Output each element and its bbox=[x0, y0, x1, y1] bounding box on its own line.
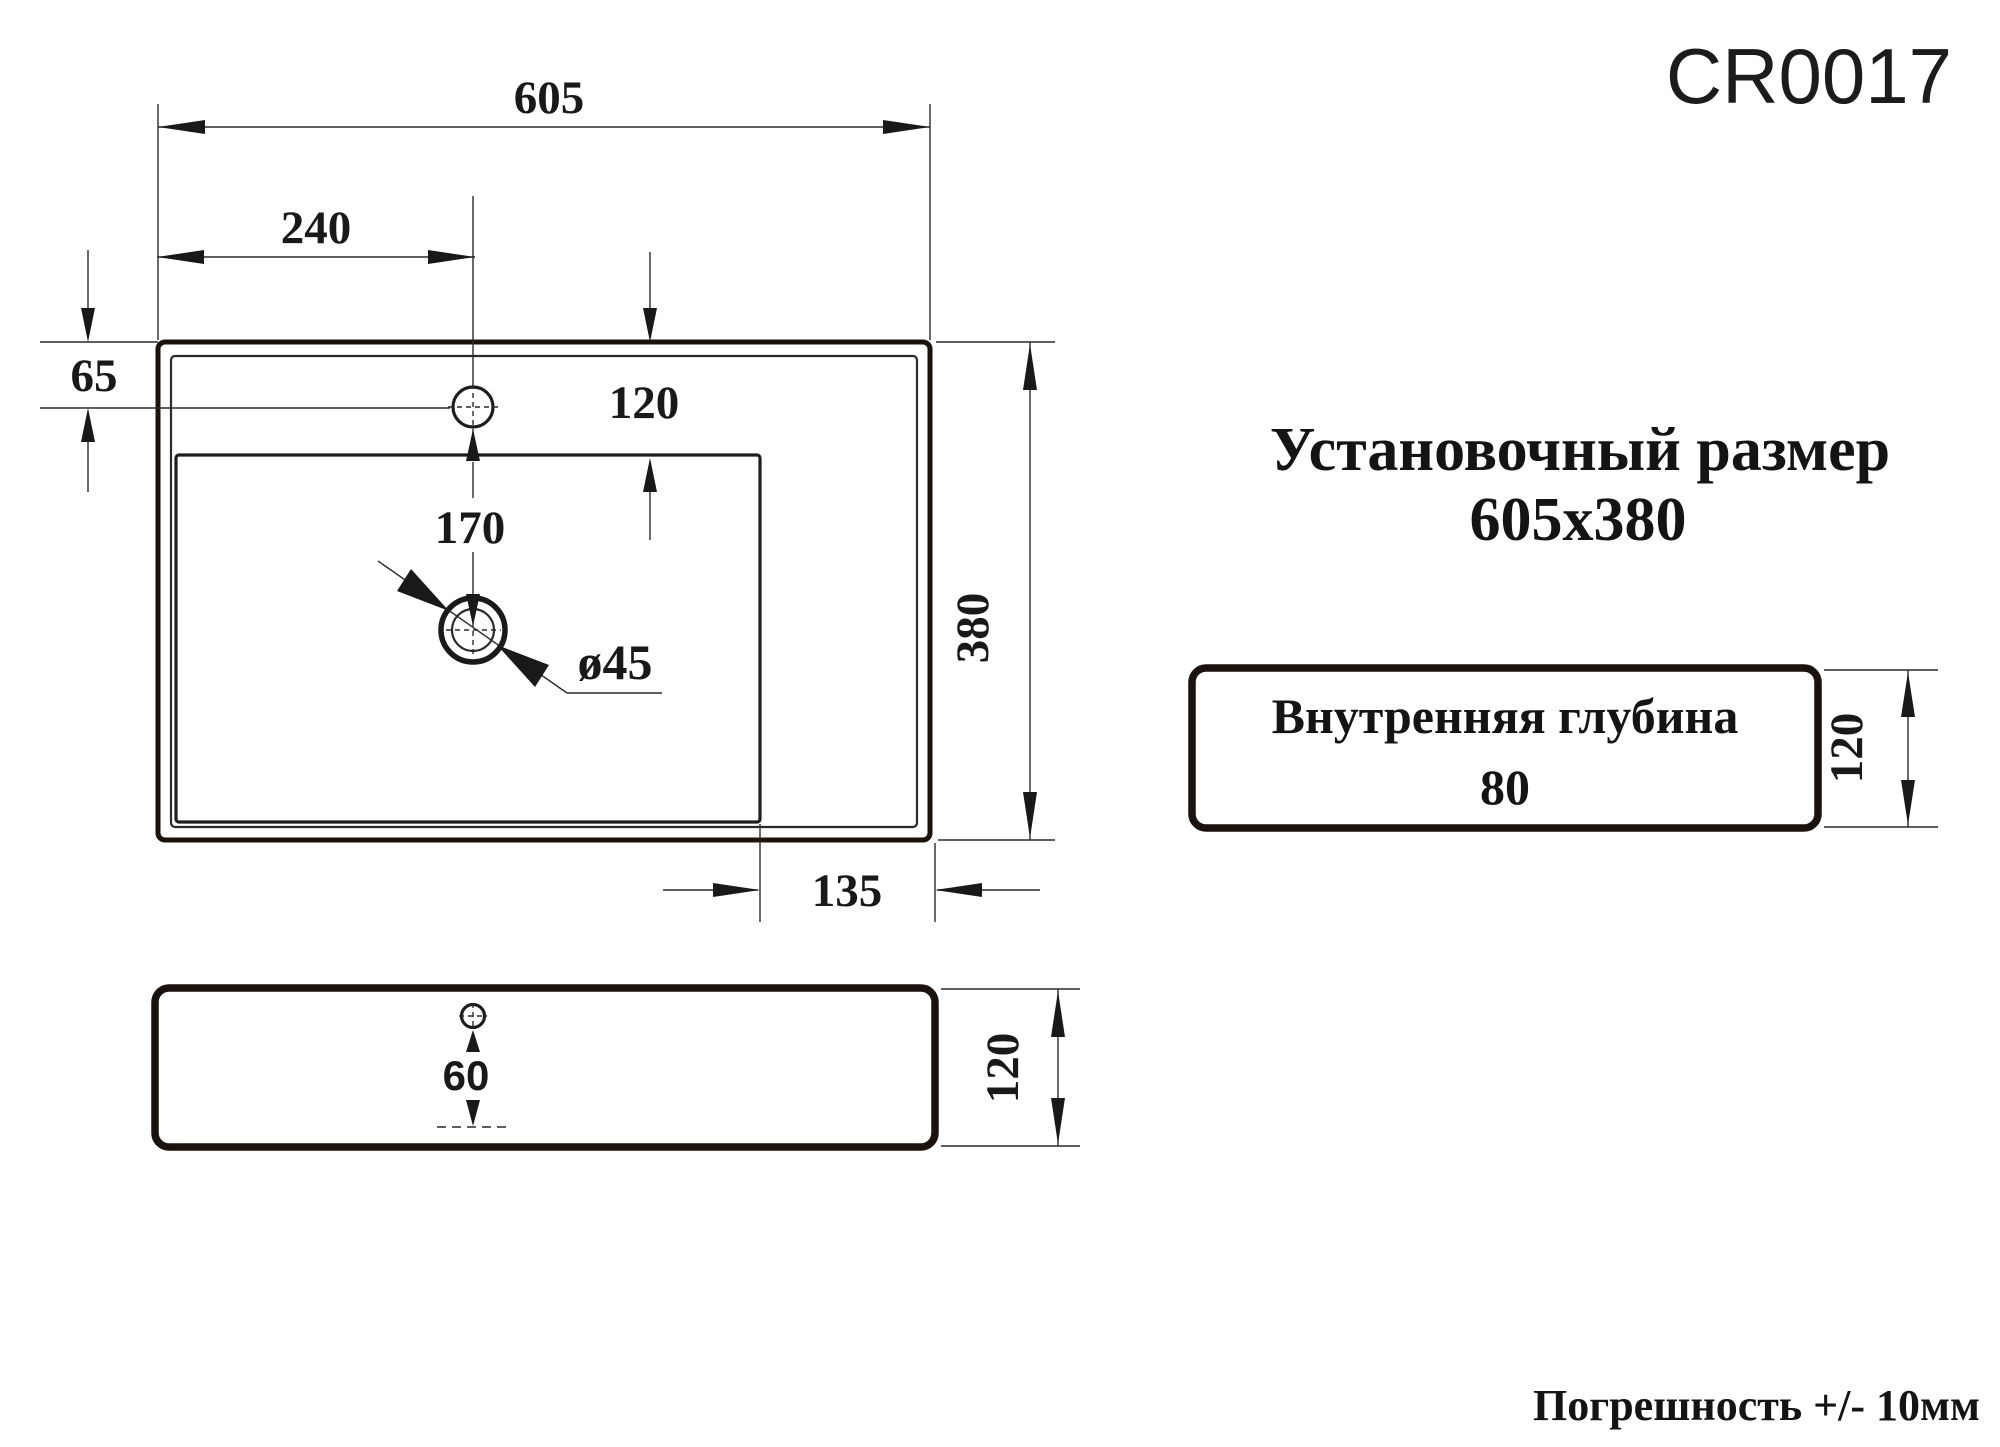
info-panel: CR0017 Установочный размер 605x380 Внутр… bbox=[1188, 32, 1952, 832]
dim-60-arrow-down bbox=[466, 1100, 480, 1126]
plan-view: 170 605 240 65 120 380 bbox=[40, 72, 1055, 922]
installation-size-value: 605x380 bbox=[1470, 486, 1687, 554]
dim-605-label: 605 bbox=[514, 72, 585, 124]
dim-170-arrow-down bbox=[466, 594, 480, 626]
dim-120-box-arrow-down bbox=[1901, 780, 1915, 825]
dim-170-label: 170 bbox=[435, 502, 506, 554]
inner-depth-label: Внутренняя глубина bbox=[1272, 688, 1739, 744]
plan-outer-rect bbox=[155, 339, 933, 843]
inner-depth-box bbox=[1188, 664, 1822, 832]
dia-45-arrow-upper bbox=[397, 569, 449, 611]
tolerance-note: Погрешность +/- 10мм bbox=[1533, 1381, 1980, 1430]
dim-60-label: 60 bbox=[443, 1052, 490, 1099]
dim-120-side-arrow-down bbox=[1051, 1098, 1065, 1144]
dia-45-arrow-lower bbox=[497, 645, 549, 687]
dim-605-arrow-right bbox=[883, 120, 930, 134]
dim-65-arrow-up bbox=[81, 408, 95, 442]
dim-240-arrow-left bbox=[157, 250, 204, 264]
dim-65-arrow-down bbox=[81, 308, 95, 342]
dim-240-label: 240 bbox=[281, 202, 352, 254]
dim-120-side-arrow-up bbox=[1051, 991, 1065, 1037]
inner-depth-value: 80 bbox=[1480, 759, 1530, 815]
dim-65-label: 65 bbox=[71, 350, 118, 402]
dim-380-arrow-down bbox=[1023, 792, 1037, 838]
dim-380-arrow-up bbox=[1023, 344, 1037, 390]
dim-170-arrow-up bbox=[466, 429, 480, 461]
installation-size-label: Установочный размер bbox=[1270, 416, 1890, 484]
dim-135-label: 135 bbox=[812, 865, 883, 917]
dim-380-label: 380 bbox=[947, 593, 999, 664]
side-view: 60 120 bbox=[151, 984, 1080, 1151]
dim-120-plan-arrow-down bbox=[643, 308, 657, 342]
dim-120-plan-arrow-up bbox=[643, 458, 657, 492]
plan-rim-line bbox=[169, 354, 919, 829]
dim-120-box-label: 120 bbox=[1821, 713, 1873, 784]
side-outer-rect bbox=[151, 984, 939, 1151]
dim-135-arrow-left bbox=[935, 883, 982, 897]
dim-240-arrow-right bbox=[428, 250, 475, 264]
dia-45-label: ø45 bbox=[578, 634, 653, 690]
dim-120-box-arrow-up bbox=[1901, 672, 1915, 717]
model-number: CR0017 bbox=[1666, 32, 1952, 120]
dim-60-arrow-up bbox=[466, 1030, 480, 1052]
dim-135-arrow-right bbox=[713, 883, 760, 897]
dim-120-side-label: 120 bbox=[977, 1033, 1029, 1104]
dim-605-arrow-left bbox=[158, 120, 205, 134]
dim-120-plan-label: 120 bbox=[609, 377, 680, 429]
